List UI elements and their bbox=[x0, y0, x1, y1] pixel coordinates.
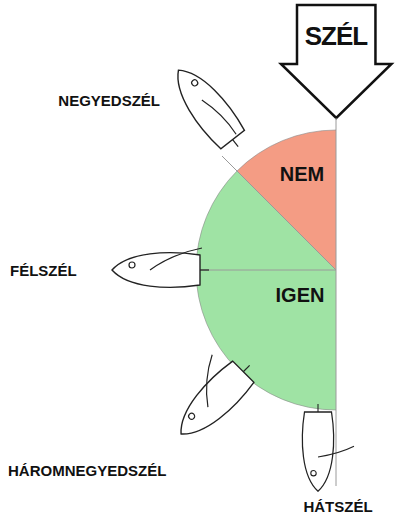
arrow-shape bbox=[280, 4, 392, 120]
point-of-sail-label: FÉLSZÉL bbox=[10, 263, 77, 278]
point-of-sail-label: HÁROMNEGYEDSZÉL bbox=[8, 463, 166, 478]
wind-arrow: SZÉL bbox=[280, 4, 392, 120]
wind-label: SZÉL bbox=[305, 23, 367, 49]
point-of-sail-label: HÁTSZÉL bbox=[303, 499, 372, 514]
sector-boundary bbox=[222, 156, 336, 270]
beam-line bbox=[200, 270, 336, 271]
boat bbox=[112, 248, 209, 287]
boat bbox=[165, 59, 252, 157]
sector-rim bbox=[196, 130, 336, 410]
point-of-sail-label: NEGYEDSZÉL bbox=[58, 93, 160, 108]
boat bbox=[302, 404, 354, 491]
sector-label: IGEN bbox=[276, 285, 325, 305]
boat bbox=[157, 341, 262, 446]
sector-label: NEM bbox=[280, 164, 324, 184]
wind-axis bbox=[336, 118, 337, 486]
